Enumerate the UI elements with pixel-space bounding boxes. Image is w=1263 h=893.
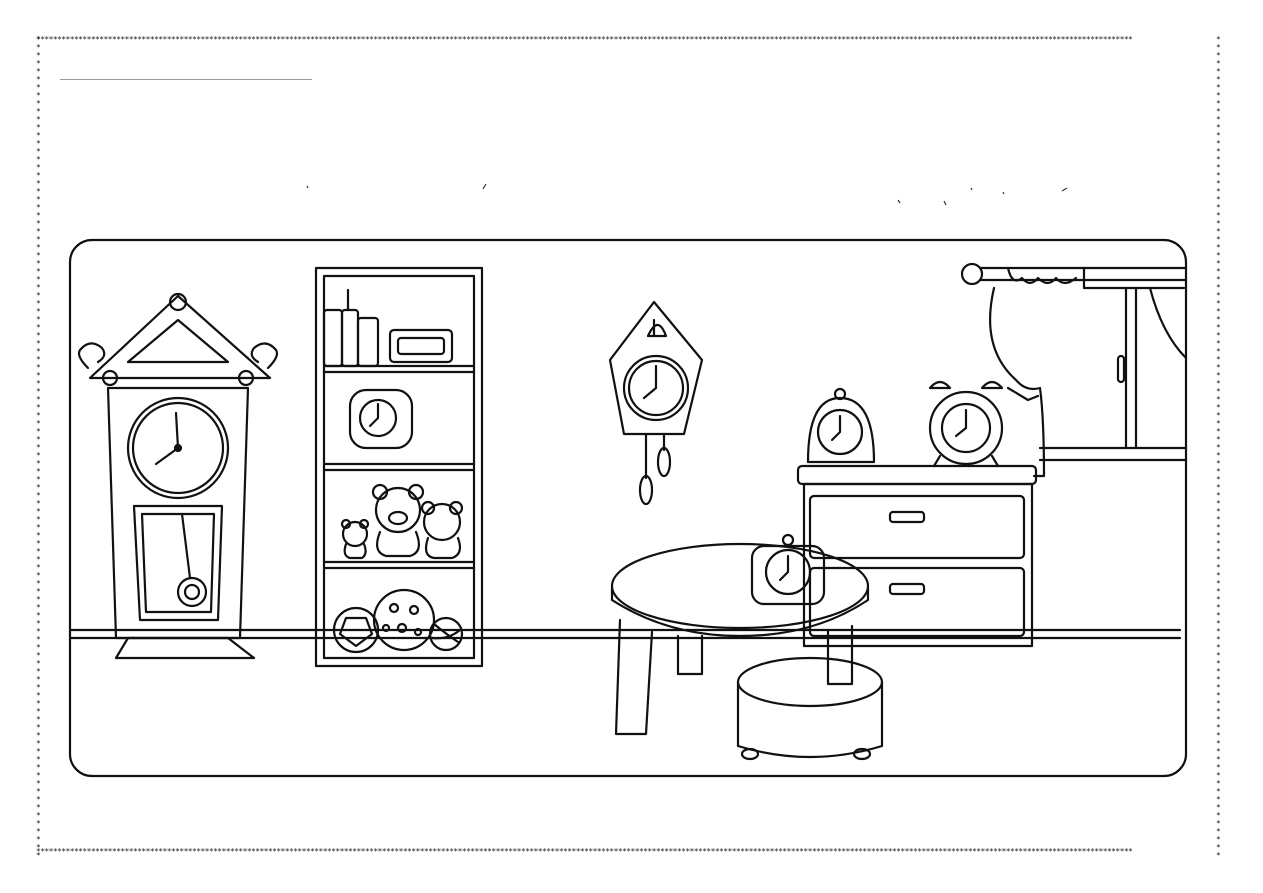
bookshelf [314,266,484,668]
table [610,533,870,736]
border-left: ****************************************… [36,36,41,856]
scan-specks [306,183,1068,206]
grandfather-clock [77,292,279,660]
cuckoo-clock [608,300,704,506]
room-illustration [68,238,1188,778]
border-right: ****************************************… [1216,36,1221,856]
dresser [796,380,1038,648]
worksheet-border: ****************************************… [36,36,1224,856]
stool [736,656,884,761]
name-line [60,79,312,80]
border-bottom: ****************************************… [36,848,1133,856]
border-top: ****************************************… [36,36,1133,44]
window-with-curtain [960,262,1188,478]
scene-frame [68,238,1188,778]
